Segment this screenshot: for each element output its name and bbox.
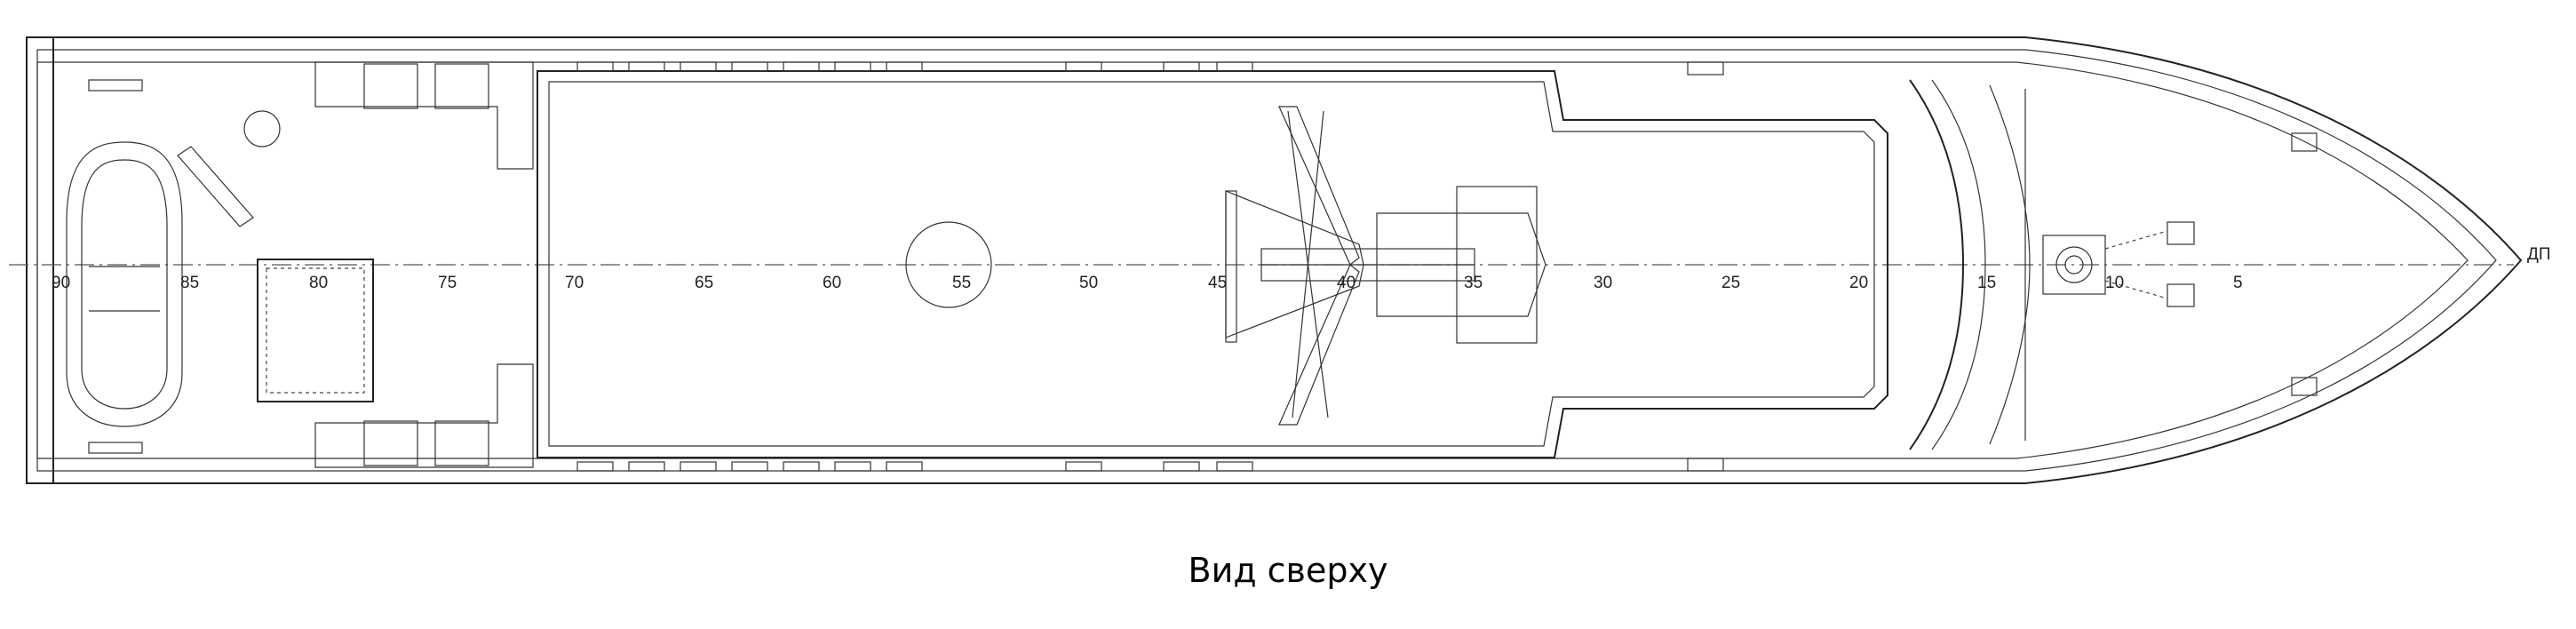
frame-label: 75: [438, 274, 457, 292]
bulwark-line: [36, 61, 2469, 459]
scuttles-bottom: [576, 461, 1253, 472]
frame-label: 40: [1337, 274, 1356, 292]
frame-label: 60: [823, 274, 841, 292]
bridge-front-inner: [1931, 79, 1986, 450]
frame-label: 65: [695, 274, 713, 292]
forecastle-line: [1989, 84, 2031, 445]
helicopter: [1225, 106, 1546, 426]
frame-label: 35: [1464, 274, 1483, 292]
helideck: [537, 70, 1888, 458]
scuttles-top: [576, 61, 1253, 72]
frame-label: 5: [2233, 274, 2243, 292]
frame-label: 25: [1721, 274, 1740, 292]
aft-hatch: [257, 259, 374, 402]
centerline-label: ДП: [2527, 245, 2551, 264]
helideck-inner: [548, 81, 1875, 447]
frame-label: 70: [565, 274, 584, 292]
frame-label: 15: [1977, 274, 1996, 292]
rescue-boat: [66, 141, 183, 427]
frame-label: 90: [52, 274, 70, 292]
frame-label: 20: [1849, 274, 1868, 292]
frame-label: 45: [1208, 274, 1227, 292]
davit: [177, 110, 281, 227]
frame-label: 30: [1594, 274, 1612, 292]
aft-superstructure: [314, 61, 534, 468]
hull-inner-outline: [36, 49, 2497, 472]
drawing-caption: Вид сверху: [1188, 551, 1388, 590]
frame-label: 85: [180, 274, 199, 292]
mooring-fittings: [88, 61, 2318, 472]
frame-label: 10: [2105, 274, 2124, 292]
transom: [26, 36, 54, 484]
windlass: [2042, 221, 2195, 307]
bridge-front: [1909, 79, 1965, 450]
hull-outline: [26, 36, 2523, 484]
frame-label: 50: [1079, 274, 1098, 292]
helicopter-rotor: [1287, 110, 1329, 418]
frame-label: 80: [309, 274, 328, 292]
helideck-circle: [905, 221, 992, 308]
frame-label: 55: [952, 274, 971, 292]
